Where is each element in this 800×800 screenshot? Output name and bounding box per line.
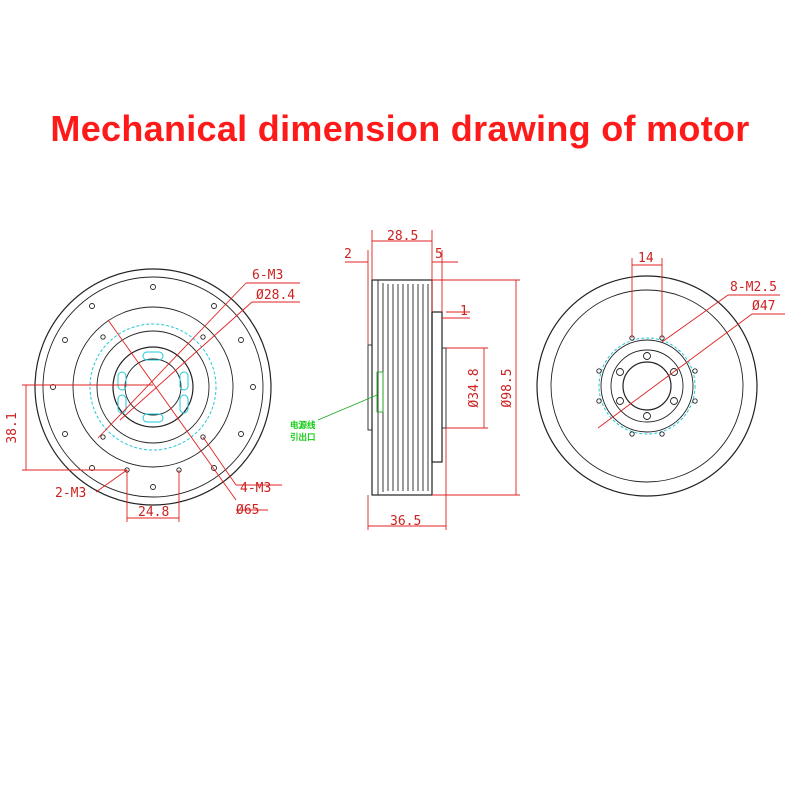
- side-label-dia-body: Ø98.5: [500, 368, 515, 407]
- rear-m25-holes: [596, 335, 698, 437]
- rear-flange: [600, 339, 694, 433]
- front-hub-bore: [124, 358, 182, 416]
- front-pcd-circle: [89, 323, 217, 451]
- side-fins: [387, 284, 429, 491]
- front-label-2m3: 2-M3: [55, 486, 86, 501]
- rear-leader-dia47: [597, 313, 753, 429]
- side-front-hub: [367, 344, 373, 431]
- front-label-6m3: 6-M3: [252, 268, 283, 283]
- rear-hub-holes: [616, 352, 678, 420]
- cable-exit: [376, 371, 384, 413]
- front-rim-holes: [50, 284, 256, 490]
- side-hub: [441, 347, 447, 429]
- front-leader-4m3: [202, 436, 237, 486]
- side-label-step: 1: [460, 304, 468, 319]
- front-slots: [117, 351, 189, 423]
- front-view: 6-M3 Ø28.4 38.1 2-M3 24.8 4-M3 Ø65: [5, 268, 300, 522]
- side-label-width-top: 28.5: [387, 229, 418, 244]
- rear-view: 14 8-M2.5 Ø47: [536, 251, 785, 497]
- side-rear-flange: [431, 311, 443, 463]
- side-label-dia-shaft: Ø34.8: [467, 368, 482, 407]
- page-title: Mechanical dimension drawing of motor: [50, 108, 750, 149]
- rear-label-spacing: 14: [638, 251, 654, 266]
- rear-pcd-circle: [598, 337, 696, 435]
- rear-label-8m25: 8-M2.5: [730, 280, 777, 295]
- front-label-dia65: Ø65: [236, 503, 259, 518]
- front-rim-inner: [42, 276, 264, 498]
- side-view: 28.5 2 5 1 Ø34.8 Ø98.5 36.5 电源线 引出口: [290, 229, 520, 530]
- front-leader-2m3: [95, 469, 128, 493]
- rear-hub: [610, 349, 684, 423]
- cable-note-line2: 引出口: [290, 432, 316, 443]
- front-hub: [112, 346, 194, 428]
- rear-rim-inner: [550, 289, 744, 483]
- front-label-dia284: Ø28.4: [256, 288, 295, 303]
- front-hub-outer: [96, 330, 210, 444]
- front-label-width: 24.8: [138, 505, 169, 520]
- front-leader-dia65: [107, 319, 237, 501]
- cable-leader: [317, 394, 378, 421]
- front-outer-rim: [34, 268, 272, 506]
- front-label-height: 38.1: [5, 412, 20, 443]
- front-face-ring: [72, 306, 234, 468]
- rear-bore: [622, 361, 672, 411]
- front-label-4m3: 4-M3: [240, 481, 271, 496]
- side-label-width-bottom: 36.5: [390, 514, 421, 529]
- cable-note-line1: 电源线: [290, 420, 316, 431]
- rear-leader-8m25: [661, 294, 729, 343]
- rear-label-dia47: Ø47: [752, 299, 775, 314]
- side-label-right-gap: 5: [435, 247, 443, 262]
- front-leader-dia284: [119, 301, 253, 421]
- front-leader-6m3: [97, 282, 247, 439]
- rear-outer-rim: [536, 275, 758, 497]
- side-label-left-gap: 2: [344, 247, 352, 262]
